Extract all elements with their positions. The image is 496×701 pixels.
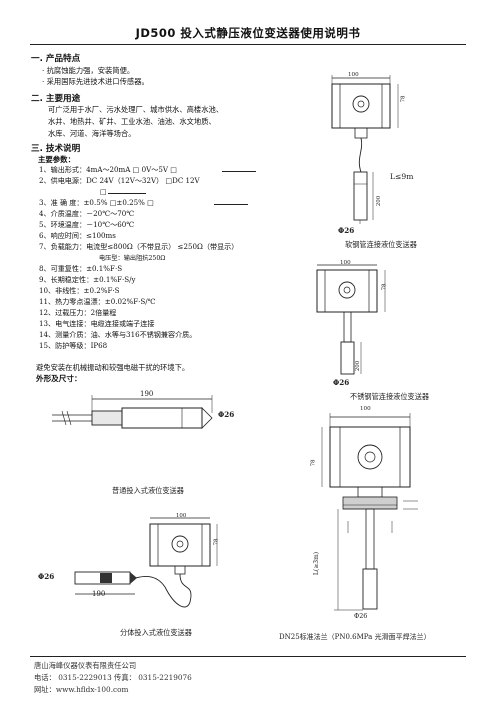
blank-line xyxy=(222,171,256,172)
feature-item: · 抗腐蚀能力强，安装简便。 xyxy=(42,66,135,75)
fig4-dim-top: 100 xyxy=(176,513,187,519)
fig4-dim-dia: Φ26 xyxy=(38,572,55,581)
spec-power-extra: □ xyxy=(100,187,107,196)
fig2-dim-len: 200 xyxy=(355,360,362,372)
footer-phone: 电话： 0315-2229013 传真： 0315-2219076 xyxy=(34,673,192,682)
spec-ambient-temp: 5、环境温度：－10℃～60℃ xyxy=(39,220,135,229)
usage-heading: 二. 主要用途 xyxy=(31,94,81,104)
install-note: 避免安装在机械振动和较强电磁干扰的环境下。 xyxy=(36,363,190,372)
fig1-dim-side: 78 xyxy=(400,95,407,103)
spec-linearity: 10、非线性：±0.2%F·S xyxy=(39,286,120,295)
blank-line xyxy=(214,204,248,205)
document-title: JD500 投入式静压液位变送器使用说明书 xyxy=(135,26,361,40)
spec-zero-drift: 11、热力零点温漂：±0.02%F·S/℃ xyxy=(39,297,156,306)
fig5-dim-top: 100 xyxy=(360,406,371,412)
spec-overload: 12、过载压力：2倍量程 xyxy=(39,308,117,317)
footer-website: 网址：www.hfldx-100.com xyxy=(34,685,129,694)
fig3-caption: 普通投入式液位变送器 xyxy=(112,486,184,495)
fig5-dim-L: L(≥3m) xyxy=(313,551,321,576)
spec-connection: 13、电气连接：电缆连接或端子连接 xyxy=(39,319,155,328)
spec-stability: 9、长期稳定性：±0.1%F·S/y xyxy=(39,275,136,284)
fig4-dim-len: 190 xyxy=(92,590,106,598)
feature-item: · 采用国际先进技术进口传感器。 xyxy=(42,77,149,86)
usage-line: 水库、河道、海洋等场合。 xyxy=(48,129,136,138)
spec-media: 14、测量介质：油、水等与316不锈钢兼容介质。 xyxy=(39,330,197,339)
spec-response: 6、响应时间：≤100ms xyxy=(39,231,116,240)
fig1-range: L≤9m xyxy=(390,172,414,181)
spec-accuracy: 3、准 确 度：±0.5% □±0.25% □ xyxy=(39,198,154,207)
title-rule xyxy=(30,44,466,45)
fig5-dim-side: 78 xyxy=(310,459,317,467)
figure-split xyxy=(74,517,218,608)
features-heading: 一. 产品特点 xyxy=(31,54,81,64)
dims-heading: 外形及尺寸： xyxy=(36,374,82,383)
fig5-dim-dia: Φ26 xyxy=(354,612,368,620)
figure-stainless-tube xyxy=(316,264,386,375)
fig2-dim-top: 100 xyxy=(340,260,351,266)
figure-ordinary xyxy=(52,395,213,429)
tech-heading: 三. 技术说明 xyxy=(31,144,81,154)
spec-power: 2、供电电源：DC 24V（12V～32V） □DC 12V xyxy=(39,176,200,185)
fig4-dim-side: 78 xyxy=(213,538,220,546)
fig3-dim-len: 190 xyxy=(140,390,154,398)
spec-output: 1、输出形式：4mA～20mA □ 0V～5V □ xyxy=(39,165,177,174)
fig4-caption: 分体投入式液位变送器 xyxy=(120,628,192,637)
fig1-caption: 软钢管连接液位变送器 xyxy=(345,240,417,249)
blank-line xyxy=(108,193,146,194)
spec-protection: 15、防护等级：IP68 xyxy=(39,341,108,350)
footer-rule xyxy=(30,656,466,657)
fig2-dim-side: 78 xyxy=(381,283,388,291)
spec-medium-temp: 4、介质温度：－20℃～70℃ xyxy=(39,209,135,218)
spec-load: 7、负载能力：电流型≤800Ω（不带显示） ≤250Ω（带显示） xyxy=(39,242,239,251)
usage-line: 水井、地热井、矿井、工业水池、油池、水文地质、 xyxy=(48,117,216,126)
spec-repeat: 8、可重复性：±0.1%F·S xyxy=(39,264,123,273)
fig1-dim-top: 100 xyxy=(348,72,359,78)
footer-company: 唐山海峰仪器仪表有限责任公司 xyxy=(34,661,137,670)
fig1-dim-dia: Φ26 xyxy=(338,226,355,235)
fig5-caption: DN25标准法兰（PN0.6MPa 光滑面平焊法兰） xyxy=(279,633,431,641)
figure-soft-tube xyxy=(331,75,399,224)
figure-flange xyxy=(321,413,418,611)
main-params-label: 主要参数： xyxy=(38,155,75,164)
fig3-dim-dia: Φ26 xyxy=(218,410,235,419)
spec-load-voltage: 电压型：输出阻抗250Ω xyxy=(99,255,166,262)
fig1-dim-len: 200 xyxy=(376,195,383,207)
usage-line: 可广泛用于水厂、污水处理厂、城市供水、高楼水池、 xyxy=(48,105,224,114)
fig2-dim-dia: Φ26 xyxy=(333,378,350,387)
fig2-caption: 不锈钢管连接液位变送器 xyxy=(350,392,430,401)
